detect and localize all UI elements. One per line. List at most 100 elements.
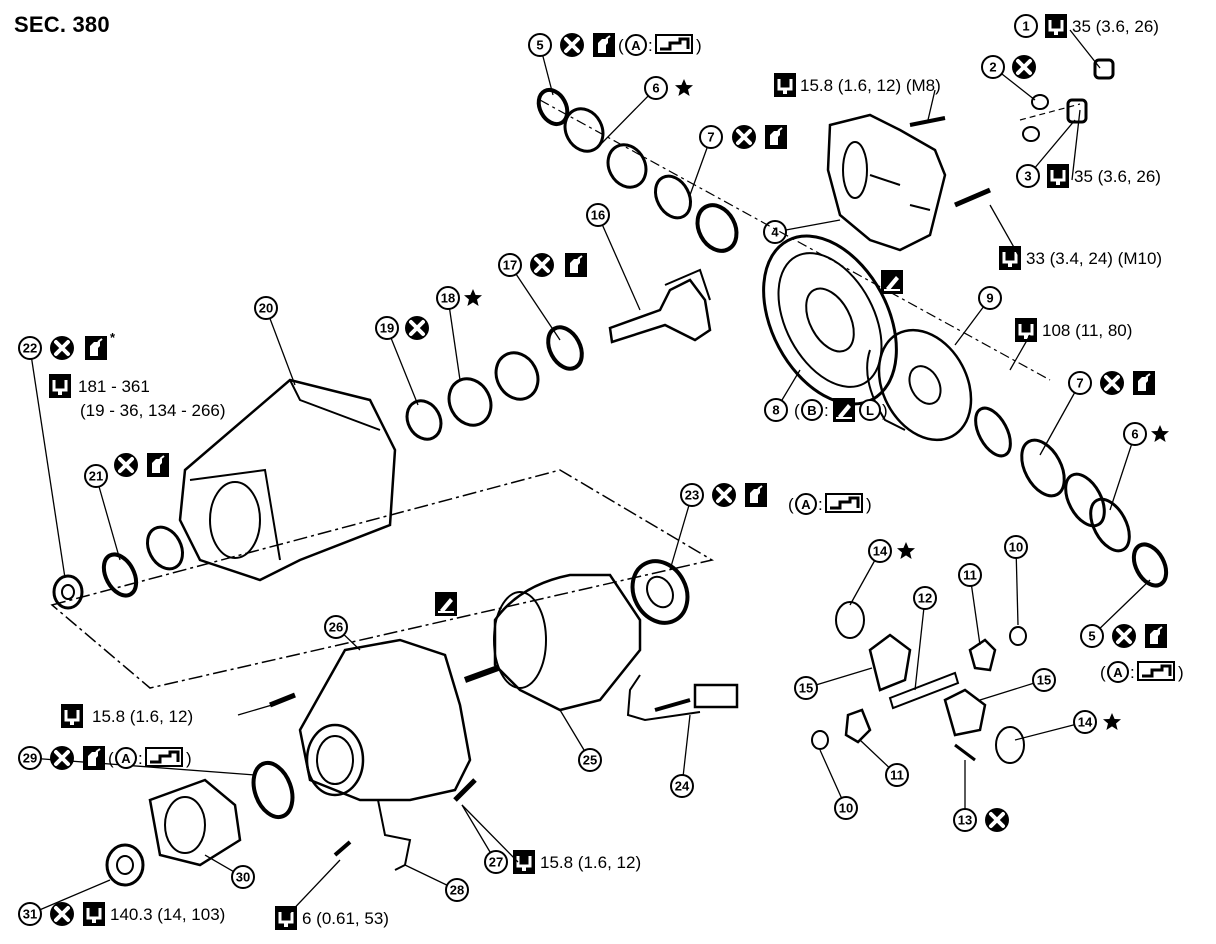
callout-circle-5: [528, 33, 552, 57]
callout-number-31: 31: [23, 907, 37, 922]
harness: [626, 674, 701, 722]
callout-number-21: 21: [89, 469, 103, 484]
asterisk-mark: *: [110, 330, 116, 345]
leader-line-18: [447, 297, 461, 381]
callout-circle-8: [764, 398, 788, 422]
callout-circle-10: [834, 796, 858, 820]
callout-circle-13: [953, 808, 977, 832]
torque-value-3: 35 (3.6, 26): [1074, 167, 1161, 186]
torque-leader-line: [927, 89, 936, 121]
callout-number-12: 12: [918, 591, 932, 606]
leader-line-23: [669, 494, 693, 571]
leader-line-12: [914, 597, 926, 691]
callout-circle-18: [436, 286, 460, 310]
callout-circle-1: [1014, 14, 1038, 38]
grease-icon: [764, 124, 788, 150]
leader-line-17: [509, 264, 561, 341]
replace-icon: [1098, 369, 1126, 397]
selective-star-icon: [1103, 713, 1121, 730]
leader-line-7: [1039, 382, 1081, 456]
torque-value-m8: 15.8 (1.6, 12) (M8): [800, 76, 941, 95]
callout-circle-27: [484, 850, 508, 874]
svg-text::: :: [138, 749, 143, 768]
replace-icon: [48, 744, 76, 772]
lubricant-code-A: (A:): [1100, 660, 1184, 683]
svg-text:B: B: [807, 403, 816, 418]
selective-star-icon: [1151, 425, 1169, 442]
callout-number-22: 22: [23, 341, 37, 356]
torque-value-108: 108 (11, 80): [1042, 321, 1132, 340]
callout-number-16: 16: [591, 208, 605, 223]
svg-text:A: A: [631, 38, 641, 53]
callout-circle-10: [1004, 535, 1028, 559]
svg-text:): ): [696, 36, 702, 55]
svg-text:(: (: [794, 401, 800, 420]
torque-value-6: 6 (0.61, 53): [302, 909, 389, 928]
svg-text::: :: [818, 495, 823, 514]
torque-icon: [1013, 316, 1039, 344]
svg-text:L: L: [866, 403, 874, 418]
replace-icon: [1010, 53, 1038, 81]
callout-number-11: 11: [890, 768, 904, 783]
lubricant-code-A: (A:): [108, 746, 192, 769]
callout-circle-7: [1068, 371, 1092, 395]
callout-circle-11: [885, 763, 909, 787]
callout-number-5: 5: [536, 38, 543, 53]
callout-number-15: 15: [799, 681, 813, 696]
callout-circle-11: [958, 563, 982, 587]
callout-number-24: 24: [675, 779, 690, 794]
torque-icon: [59, 702, 85, 730]
torque-icon: [1045, 162, 1071, 190]
front-bearing: [101, 552, 139, 598]
side-retainer: [826, 113, 947, 252]
replace-icon: [1110, 622, 1138, 650]
svg-text:): ): [1178, 663, 1184, 682]
callout-number-14: 14: [873, 544, 888, 559]
callout-circle-9: [978, 286, 1002, 310]
torque-value-m10: 33 (3.4, 24) (M10): [1026, 249, 1162, 268]
selective-star-icon: [897, 542, 915, 559]
thrust-washer-top: [835, 601, 865, 639]
callout-number-13: 13: [958, 813, 972, 828]
leader-line-14: [1014, 721, 1086, 741]
callout-circle-7: [699, 125, 723, 149]
gear-carrier: [178, 378, 397, 582]
torque-icon: [81, 900, 107, 928]
callout-circle-16: [586, 203, 610, 227]
callout-circle-12: [913, 586, 937, 610]
svg-text:(: (: [1100, 663, 1106, 682]
callout-circle-29: [18, 746, 42, 770]
callout-number-5: 5: [1088, 629, 1095, 644]
ring-gear: [762, 234, 898, 406]
svg-text:): ): [866, 495, 872, 514]
rear-oil-seal: [251, 760, 295, 820]
svg-text:A: A: [801, 497, 811, 512]
callout-circle-14: [1073, 710, 1097, 734]
leader-line-21: [95, 475, 121, 561]
svg-text::: :: [648, 36, 653, 55]
liquid-gasket-icon: [434, 591, 458, 617]
side-gear-bottom: [943, 688, 987, 737]
callout-number-18: 18: [441, 291, 455, 306]
callout-number-17: 17: [503, 258, 517, 273]
leader-line-10: [1015, 546, 1019, 626]
callout-number-20: 20: [259, 301, 273, 316]
callout-circle-14: [868, 539, 892, 563]
svg-text:(: (: [618, 36, 624, 55]
callout-number-30: 30: [236, 870, 250, 885]
grease-icon: [146, 452, 170, 478]
leader-line-5: [1091, 579, 1151, 637]
torque-icon: [997, 244, 1023, 272]
torque-icon: [47, 372, 73, 400]
replace-icon: [48, 334, 76, 362]
leader-line-3: [1027, 119, 1076, 177]
replace-icon: [112, 451, 140, 479]
callout-number-2: 2: [989, 60, 996, 75]
torque-value-1: 35 (3.6, 26): [1072, 17, 1159, 36]
grease-icon: [82, 745, 106, 771]
lubricant-code-A: (A:): [788, 492, 872, 515]
leader-line-31: [29, 879, 111, 915]
callout-number-29: 29: [23, 751, 37, 766]
side-bearing-right: [974, 406, 1012, 458]
